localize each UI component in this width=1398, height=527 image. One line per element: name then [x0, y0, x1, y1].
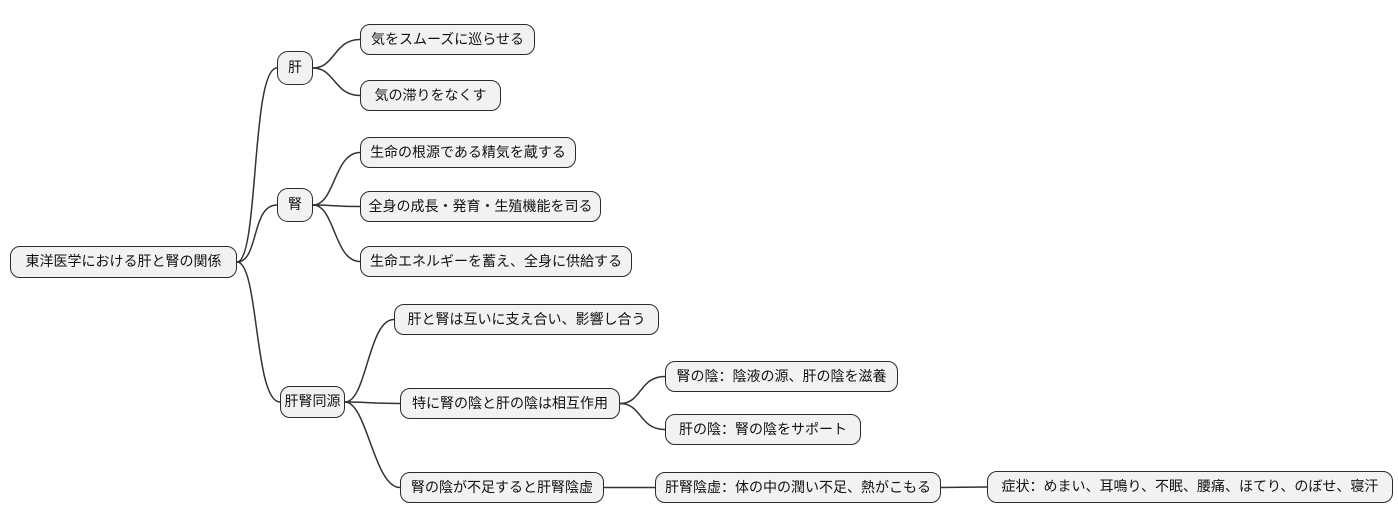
node-symptoms-list: 症状：めまい、耳鳴り、不眠、腰痛、ほてり、のぼせ、寝汗	[987, 471, 1393, 503]
node-liver-yin-supports-kidney-yin: 肝の陰：腎の陰をサポート	[665, 414, 861, 445]
node-yin-interaction: 特に腎の陰と肝の陰は相互作用	[400, 388, 620, 419]
node-kidney: 腎	[277, 188, 313, 222]
node-liver-kidney-yin-deficiency-description: 肝腎陰虚：体の中の潤い不足、熱がこもる	[655, 472, 941, 503]
node-kidney-yin-deficiency-leads: 腎の陰が不足すると肝腎陰虚	[400, 472, 604, 503]
node-root-liver-kidney-relationship: 東洋医学における肝と腎の関係	[10, 246, 237, 278]
node-liver-circulate-qi: 気をスムーズに巡らせる	[360, 24, 535, 55]
node-kidney-governs-growth: 全身の成長・発育・生殖機能を司る	[360, 191, 601, 222]
node-liver-kidney-same-origin: 肝腎同源	[280, 386, 345, 418]
node-liver-remove-qi-stagnation: 気の滞りをなくす	[360, 80, 501, 111]
node-kidney-stores-essence: 生命の根源である精気を蔵する	[360, 137, 576, 168]
node-kidney-stores-energy: 生命エネルギーを蓄え、全身に供給する	[360, 246, 632, 277]
node-kidney-yin-nourishes-liver-yin: 腎の陰：陰液の源、肝の陰を滋養	[665, 361, 898, 392]
node-mutual-support: 肝と腎は互いに支え合い、影響し合う	[394, 304, 659, 335]
node-liver: 肝	[277, 51, 313, 85]
